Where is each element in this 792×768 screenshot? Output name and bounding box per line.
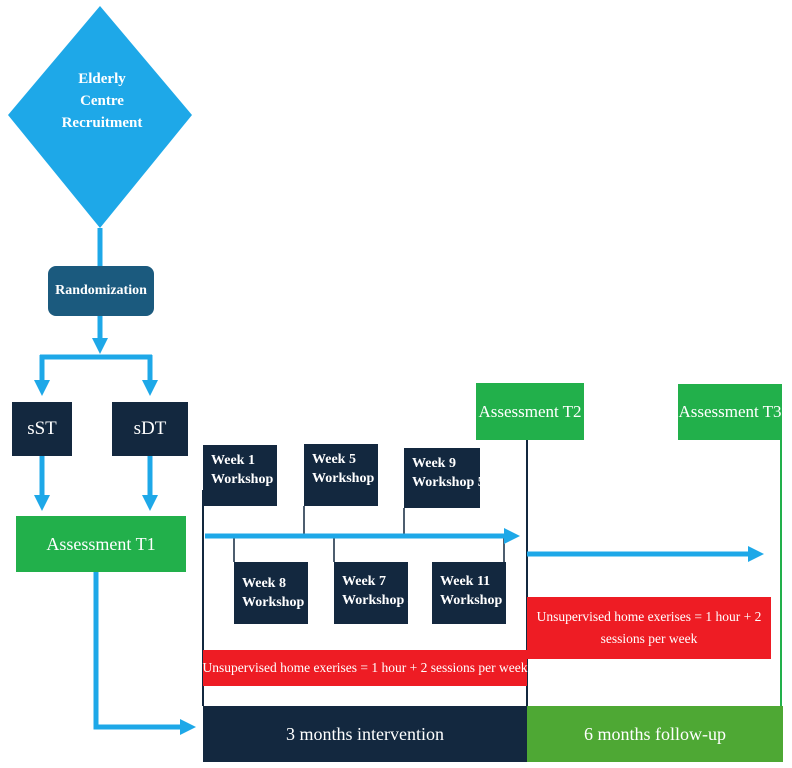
recruitment-label: Elderly Centre Recruitment	[50, 68, 154, 134]
randomization-label: Randomization	[55, 283, 147, 298]
home-exercise-intervention-label: Unsupervised home exerises = 1 hour + 2 …	[202, 660, 528, 675]
week-label: Week 8	[242, 576, 286, 591]
workshop-label: Workshop 1	[211, 472, 284, 487]
week-box-top: Week 9 Workshop 5	[404, 448, 485, 508]
recruitment-diamond	[8, 6, 192, 228]
group-sdt-label: sDT	[133, 418, 167, 439]
home-exercise-followup-bar: Unsupervised home exerises = 1 hour + 2 …	[527, 597, 771, 659]
assessment-t1-box: Assessment T1	[16, 516, 186, 572]
home-exercise-followup-line: Unsupervised home exerises = 1 hour + 2	[536, 609, 762, 624]
home-exercise-intervention-bar: Unsupervised home exerises = 1 hour + 2 …	[203, 650, 527, 686]
week-label: Week 9	[412, 456, 456, 471]
week-label: Week 11	[440, 574, 491, 589]
week-label: Week 7	[342, 574, 386, 589]
workshop-label: Workshop 4	[342, 593, 415, 608]
group-sdt-box: sDT	[112, 402, 188, 456]
week-box-top: Week 5 Workshop 8	[304, 444, 385, 506]
workshop-label: Workshop 5	[412, 475, 485, 490]
randomization-box: Randomization	[48, 266, 154, 316]
assessment-t2-label: Assessment T2	[478, 401, 582, 421]
intervention-phase-bar: 3 months intervention	[203, 706, 527, 762]
assessment-t2-box: Assessment T2	[476, 383, 584, 440]
week-box-bottom: Week 7 Workshop 4	[334, 562, 415, 624]
group-sst-label: sST	[27, 418, 57, 439]
home-exercise-followup-line: sessions per week	[600, 631, 698, 646]
assessment-t3-box: Assessment T3	[678, 384, 782, 440]
workshop-label: Workshop 2	[242, 595, 315, 610]
group-sst-box: sST	[12, 402, 72, 456]
assessment-t3-label: Assessment T3	[678, 402, 782, 421]
week-label: Week 5	[312, 452, 356, 467]
workshop-label: Workshop 6	[440, 593, 513, 608]
assessment-t1-label: Assessment T1	[46, 533, 156, 554]
week-box-bottom: Week 11 Workshop 6	[432, 562, 513, 624]
followup-phase-bar: 6 months follow-up	[527, 706, 783, 762]
workshop-label: Workshop 8	[312, 471, 385, 486]
week-box-top: Week 1 Workshop 1	[203, 445, 284, 506]
week-label: Week 1	[211, 453, 255, 468]
week-box-bottom: Week 8 Workshop 2	[234, 562, 315, 624]
arrow-t1-intervention	[93, 572, 197, 736]
followup-phase-label: 6 months follow-up	[584, 723, 726, 744]
recruitment-line: Elderly	[78, 71, 126, 87]
recruitment-line: Recruitment	[61, 115, 143, 131]
intervention-phase-label: 3 months intervention	[286, 723, 444, 744]
recruitment-line: Centre	[80, 93, 124, 109]
